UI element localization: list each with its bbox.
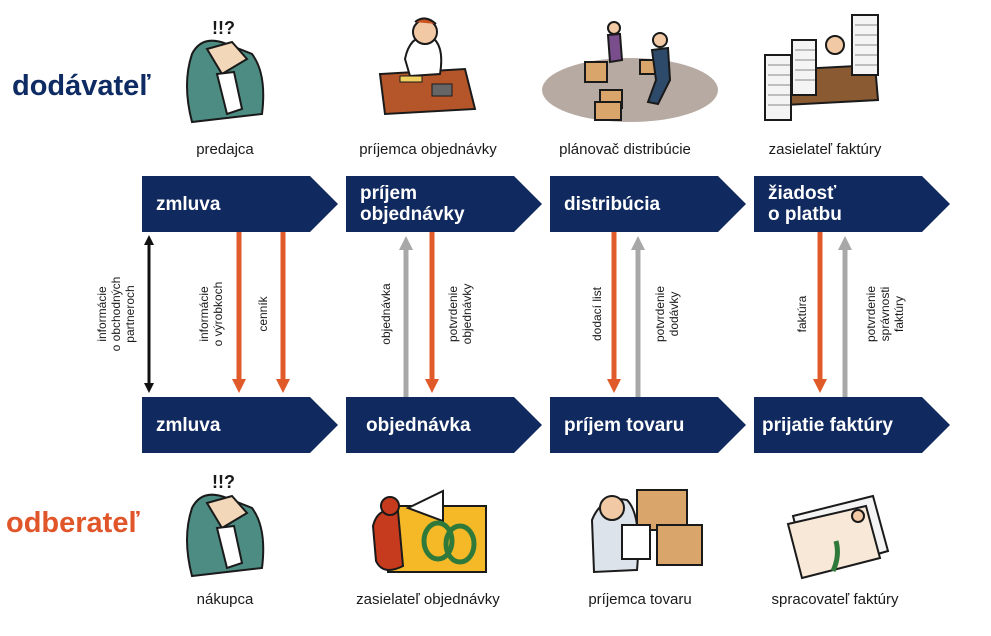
flow-label-delivery-note: dodací list bbox=[590, 286, 604, 342]
svg-text:!!?: !!? bbox=[212, 472, 235, 492]
caption-buyer: nákupca bbox=[196, 591, 254, 608]
handshake-illustration-bottom: !!? bbox=[186, 472, 265, 578]
flow-label-invoice-confirmation: potvrdenie správnosti faktúry bbox=[864, 285, 906, 343]
invoice-papers-illustration bbox=[786, 494, 890, 580]
chevron-invoice-acceptance-bottom: prijatie faktúry bbox=[754, 397, 950, 453]
handshake-illustration-top: !!? bbox=[186, 18, 265, 124]
flow-label-partner-info: informácie o obchodných partneroch bbox=[95, 276, 137, 352]
chevron-contract-top: zmluva bbox=[142, 176, 338, 232]
flow-label-price-list: cenník bbox=[256, 296, 270, 332]
flow-label-delivery-confirmation: potvrdenie dodávky bbox=[653, 285, 681, 343]
caption-order-receiver: príjemca objednávky bbox=[359, 141, 497, 158]
caption-distribution-planner: plánovač distribúcie bbox=[559, 141, 691, 158]
caption-seller: predajca bbox=[196, 141, 254, 158]
caption-goods-receiver: príjemca tovaru bbox=[588, 591, 692, 608]
chevron-label: objednávka bbox=[366, 414, 471, 436]
chevron-label: príjem objednávky bbox=[360, 183, 465, 225]
svg-text:!!?: !!? bbox=[212, 18, 235, 38]
chevron-label: zmluva bbox=[156, 193, 221, 215]
chevron-payment-request-top: žiadosť o platbu bbox=[754, 176, 950, 232]
chevron-label: príjem tovaru bbox=[564, 414, 685, 436]
paper-stacks-illustration bbox=[764, 14, 880, 121]
supplier-label: dodávateľ bbox=[12, 70, 151, 102]
flow-label-order: objednávka bbox=[379, 283, 393, 345]
caption-invoice-processor: spracovateľ faktúry bbox=[771, 591, 899, 608]
caption-order-sender: zasielateľ objednávky bbox=[356, 591, 500, 608]
chevron-label: žiadosť o platbu bbox=[768, 183, 842, 225]
flow-label-product-info: informácie o výrobkoch bbox=[197, 281, 225, 347]
chevron-contract-bottom: zmluva bbox=[142, 397, 338, 453]
chevron-label: prijatie faktúry bbox=[762, 414, 893, 436]
chevron-order-bottom: objednávka bbox=[346, 397, 542, 453]
delivery-boxes-illustration bbox=[590, 489, 703, 574]
chevron-label: zmluva bbox=[156, 414, 221, 436]
flow-label-invoice: faktúra bbox=[795, 295, 809, 333]
chevron-label: distribúcia bbox=[564, 193, 661, 215]
flow-label-order-confirmation: potvrdenie objednávky bbox=[446, 283, 474, 345]
chevron-goods-receipt-bottom: príjem tovaru bbox=[550, 397, 746, 453]
chevron-order-receipt-top: príjem objednávky bbox=[346, 176, 542, 232]
megaphone-illustration bbox=[371, 489, 487, 573]
caption-invoice-sender: zasielateľ faktúry bbox=[768, 141, 882, 158]
customer-label: odberateľ bbox=[6, 507, 140, 539]
warehouse-illustration bbox=[542, 21, 718, 122]
chevron-distribution-top: distribúcia bbox=[550, 176, 746, 232]
phone-desk-illustration bbox=[378, 17, 477, 116]
